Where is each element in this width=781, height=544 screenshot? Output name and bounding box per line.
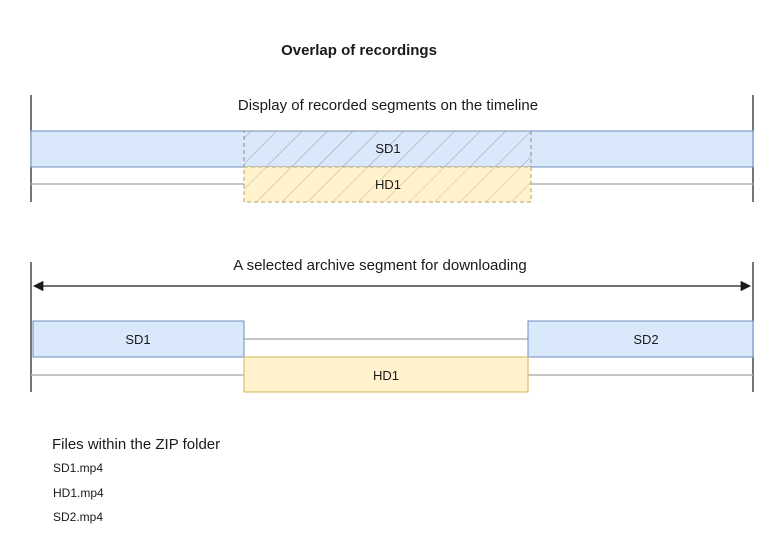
files-heading: Files within the ZIP folder [52, 436, 220, 453]
timeline-caption: Display of recorded segments on the time… [238, 97, 538, 114]
sd2-segment [527, 320, 754, 358]
file-item: HD1.mp4 [53, 486, 104, 500]
hd1-hatch [244, 167, 531, 202]
file-item: SD2.mp4 [53, 510, 103, 524]
sd1-overlap-segment [243, 130, 532, 168]
file-item: SD1.mp4 [53, 461, 103, 475]
diagram-title: Overlap of recordings [281, 42, 437, 59]
hd1-segment-2 [243, 356, 529, 393]
hd1-label-2: HD1 [373, 368, 399, 383]
hd1-label: HD1 [375, 177, 401, 192]
selection-caption: A selected archive segment for downloadi… [233, 257, 527, 274]
sd2-label: SD2 [633, 332, 658, 347]
sd1-label: SD1 [125, 332, 150, 347]
sd1-segment [32, 320, 245, 358]
sd1-overlap-label: SD1 [375, 141, 400, 156]
